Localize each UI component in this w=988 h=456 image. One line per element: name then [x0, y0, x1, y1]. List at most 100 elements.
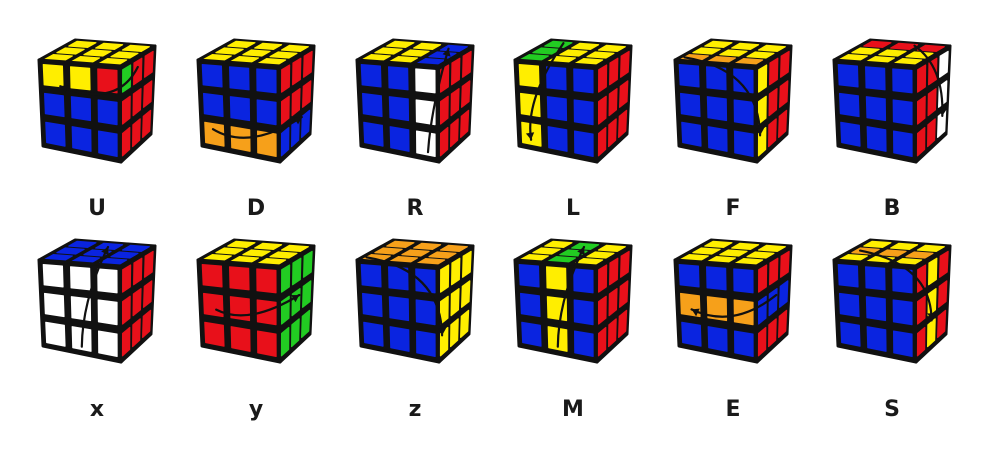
- sticker: [68, 240, 97, 248]
- face-right: [278, 244, 316, 364]
- sticker: [45, 321, 66, 347]
- rotation-arrow: [80, 245, 110, 348]
- sticker: [544, 40, 573, 48]
- sticker: [757, 264, 768, 293]
- sticker: [141, 109, 152, 139]
- sticker: [767, 318, 777, 348]
- sticker: [360, 64, 382, 88]
- face-right: [595, 244, 633, 364]
- sticker: [597, 95, 607, 125]
- sticker: [42, 64, 64, 88]
- arrow-head-icon: [437, 328, 447, 336]
- sticker: [460, 80, 471, 108]
- sticker: [439, 95, 449, 125]
- sticker: [608, 57, 619, 86]
- sticker: [777, 109, 788, 139]
- sticker: [865, 296, 887, 322]
- sticker: [415, 130, 436, 158]
- sticker: [229, 296, 251, 322]
- sticker: [521, 321, 542, 347]
- sticker: [374, 47, 403, 55]
- sticker: [916, 64, 927, 93]
- sticker: [71, 126, 92, 152]
- cube-drawing: [673, 238, 793, 364]
- rotation-arrow: [426, 47, 450, 154]
- face-right: [755, 44, 793, 164]
- cube-move-R: [353, 36, 477, 166]
- sticker: [864, 266, 886, 291]
- sticker: [778, 80, 789, 108]
- sticker: [215, 47, 244, 55]
- arrow-head-icon: [691, 308, 700, 317]
- sticker: [401, 249, 430, 257]
- arrow-head-icon: [525, 132, 535, 140]
- sticker: [97, 299, 118, 326]
- face-right: [595, 44, 633, 164]
- arrow-head-icon: [938, 108, 947, 116]
- sticker: [461, 50, 472, 78]
- move-label: x: [89, 397, 105, 422]
- rotation-arrow: [211, 116, 303, 139]
- sticker: [201, 64, 223, 88]
- sticker: [203, 92, 224, 118]
- sticker: [864, 66, 886, 91]
- sticker: [142, 280, 153, 308]
- face-top: [513, 38, 633, 68]
- sticker: [520, 92, 541, 118]
- sticker: [937, 280, 948, 308]
- sticker: [256, 330, 277, 358]
- arrow-head-icon: [442, 48, 451, 57]
- cube-drawing: [196, 38, 316, 164]
- sticker: [597, 326, 607, 357]
- sticker: [132, 87, 142, 117]
- cube-drawing: [37, 238, 157, 364]
- sticker: [69, 266, 91, 291]
- cube-move-S: [830, 236, 954, 366]
- sticker: [607, 118, 617, 148]
- sticker: [892, 268, 913, 294]
- sticker: [70, 96, 92, 122]
- sticker: [415, 68, 436, 94]
- sticker: [705, 266, 727, 291]
- sticker: [131, 318, 141, 348]
- sticker: [837, 64, 859, 88]
- sticker: [387, 66, 409, 91]
- rotation-arrow: [690, 293, 778, 318]
- sticker: [97, 268, 118, 294]
- arrow-head-icon: [60, 84, 69, 93]
- sticker: [757, 64, 768, 93]
- sticker: [95, 42, 124, 50]
- sticker: [571, 242, 600, 250]
- sticker: [607, 318, 617, 348]
- sticker: [778, 280, 789, 308]
- sticker: [280, 44, 309, 52]
- sticker: [608, 87, 618, 117]
- sticker: [878, 249, 907, 257]
- sticker: [256, 299, 277, 326]
- face-front: [673, 58, 759, 164]
- cube-drawing: [355, 238, 475, 364]
- sticker: [449, 318, 459, 348]
- cube-drawing: [513, 238, 633, 364]
- sticker: [757, 244, 786, 252]
- sticker: [254, 242, 283, 250]
- sticker: [618, 280, 629, 308]
- face-front: [673, 258, 759, 364]
- sticker: [731, 42, 760, 50]
- sticker: [56, 47, 85, 55]
- sticker: [215, 247, 244, 255]
- sticker: [280, 244, 309, 252]
- sticker: [757, 326, 767, 357]
- sticker: [121, 295, 131, 325]
- sticker: [892, 130, 913, 158]
- sticker: [229, 96, 251, 122]
- sticker: [916, 95, 926, 125]
- sticker: [204, 321, 225, 347]
- sticker: [608, 287, 618, 317]
- sticker: [892, 99, 913, 126]
- sticker: [388, 96, 410, 122]
- sticker: [121, 326, 131, 357]
- sticker: [302, 50, 313, 78]
- sticker: [131, 118, 141, 148]
